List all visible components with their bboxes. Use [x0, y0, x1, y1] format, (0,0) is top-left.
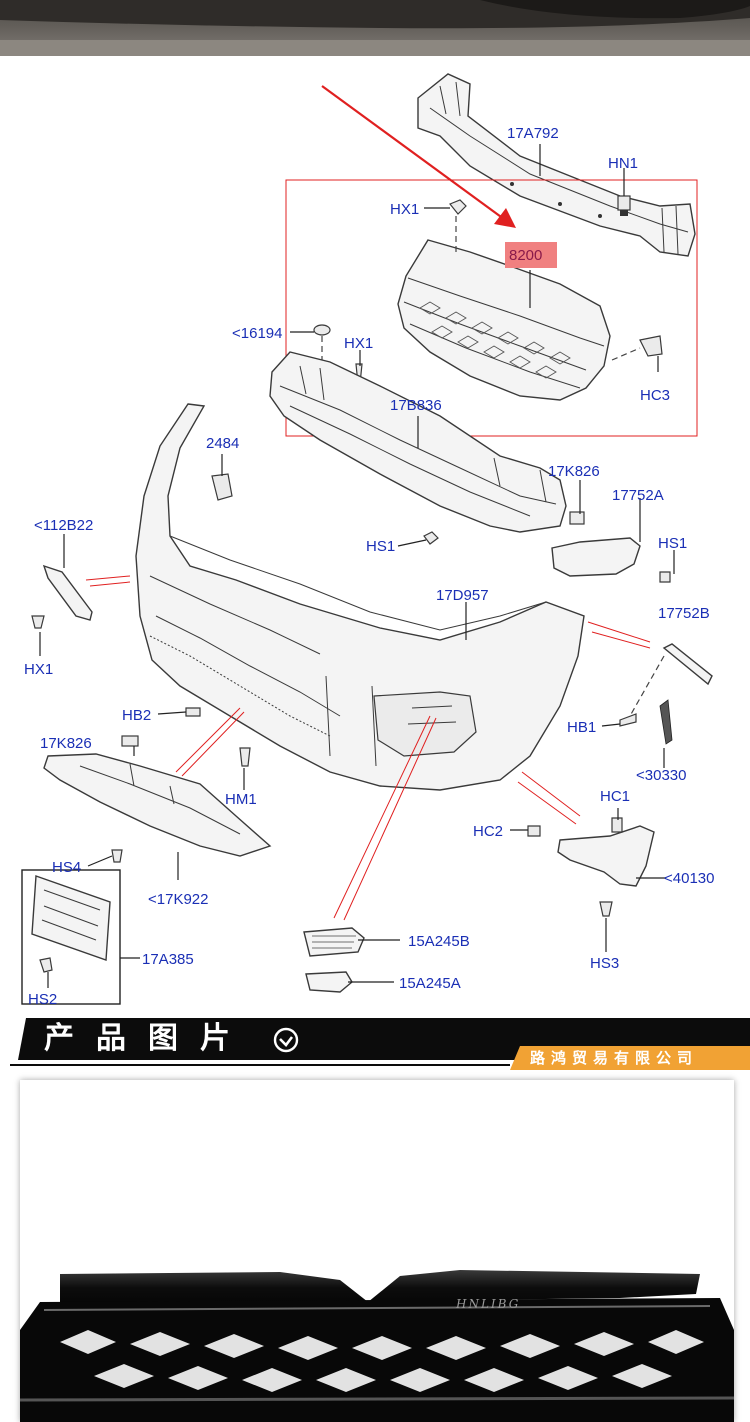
- part-8200-grille: [397, 239, 611, 401]
- label-17a792: 17A792: [507, 125, 559, 142]
- label-17b836: 17B836: [390, 397, 442, 414]
- part-2484-bracket: [211, 473, 233, 501]
- part-17752b-trim: [629, 643, 713, 717]
- label-17a385: 17A385: [142, 951, 194, 968]
- section-banner: 产品图片 路鸿贸易有限公司: [0, 1016, 750, 1076]
- highlight-box: [285, 179, 698, 437]
- hb2-bolt: [185, 707, 201, 717]
- license-box: [21, 869, 121, 1005]
- label-hc1: HC1: [600, 788, 630, 805]
- label-hb2: HB2: [122, 707, 151, 724]
- part-112b22-bracket: [42, 564, 93, 621]
- p30330-spring: [659, 699, 673, 745]
- label-17k826-left: 17K826: [40, 735, 92, 752]
- red-guide-lines: [85, 575, 651, 921]
- hx1-bottom-clip: [31, 615, 45, 629]
- label-17752b: 17752B: [658, 605, 710, 622]
- part-17k922-skid-plate: [43, 753, 272, 857]
- label-17752a: 17752A: [612, 487, 664, 504]
- label-hs1-left: HS1: [366, 538, 395, 555]
- part-17k826-right-clip: [569, 511, 585, 525]
- label-hc2: HC2: [473, 823, 503, 840]
- highlight-arrow: [321, 85, 509, 223]
- label-hx1-mid: HX1: [344, 335, 373, 352]
- label-16194: <16194: [232, 325, 282, 342]
- label-hm1: HM1: [225, 791, 257, 808]
- banner-underline: [10, 1064, 510, 1066]
- label-17d957: 17D957: [436, 587, 489, 604]
- label-17k922: <17K922: [148, 891, 208, 908]
- company-name: 路鸿贸易有限公司: [530, 1049, 699, 1067]
- part-17d957-bumper: [135, 403, 585, 791]
- arrow-head-icon: [494, 208, 516, 228]
- hc2-clip: [527, 825, 541, 837]
- hx1-top-clip: [449, 199, 467, 256]
- hm1-bolt: [239, 747, 251, 767]
- label-15a245a: 15A245A: [399, 975, 461, 992]
- label-30330: <30330: [636, 767, 686, 784]
- label-hs2: HS2: [28, 991, 57, 1008]
- p8200-highlight: [505, 242, 557, 268]
- hc3-bracket: [611, 335, 663, 361]
- label-112b22: <112B22: [34, 517, 93, 534]
- part-17a385-plate: [31, 875, 111, 961]
- hs1-right-screw: [659, 571, 671, 583]
- label-hs4: HS4: [52, 859, 81, 876]
- part-15a245a-grille: [305, 971, 353, 993]
- label-17k826-right: 17K826: [548, 463, 600, 480]
- banner-title: 产品图片: [44, 1021, 252, 1056]
- hs4-screw: [111, 849, 123, 863]
- leader-lines: [39, 144, 675, 988]
- part-40130-bracket: [557, 825, 655, 887]
- label-2484: 2484: [206, 435, 239, 452]
- label-hs1-right: HS1: [658, 535, 687, 552]
- check-circle-icon: [273, 1027, 299, 1053]
- product-photo: HNLIBG: [20, 1080, 734, 1422]
- label-hx1-top: HX1: [390, 201, 419, 218]
- part-15a245b-grille: [303, 927, 365, 957]
- hs3-screw: [599, 901, 613, 917]
- hs1-left-screw: [423, 531, 439, 545]
- label-hs3: HS3: [590, 955, 619, 972]
- parts-diagram-svg: 17A792 HN1 HX1 8200 <16194 HX1 HC3 17B83…: [21, 73, 714, 1008]
- part-17752a-trim: [551, 537, 641, 577]
- brand-mark: HNLIBG: [455, 1297, 520, 1311]
- car-photo-art: [0, 0, 750, 56]
- label-40130: <40130: [664, 870, 714, 887]
- part-17a792-beam: [417, 73, 696, 257]
- hs2-screw: [39, 957, 53, 973]
- company-tag: [510, 1046, 750, 1070]
- label-8200: 8200: [509, 247, 542, 264]
- part-17k826-left-clip: [121, 735, 139, 747]
- label-hc3: HC3: [640, 387, 670, 404]
- label-hx1-bottom: HX1: [24, 661, 53, 678]
- hc1-clip: [611, 817, 623, 833]
- label-15a245b: 15A245B: [408, 933, 470, 950]
- label-hn1: HN1: [608, 155, 638, 172]
- hb1-bolt: [619, 713, 637, 727]
- grille-photo-svg: HNLIBG: [20, 1270, 734, 1422]
- car-photo-strip: [0, 0, 750, 56]
- label-hb1: HB1: [567, 719, 596, 736]
- parts-diagram: 17A792 HN1 HX1 8200 <16194 HX1 HC3 17B83…: [0, 56, 750, 1016]
